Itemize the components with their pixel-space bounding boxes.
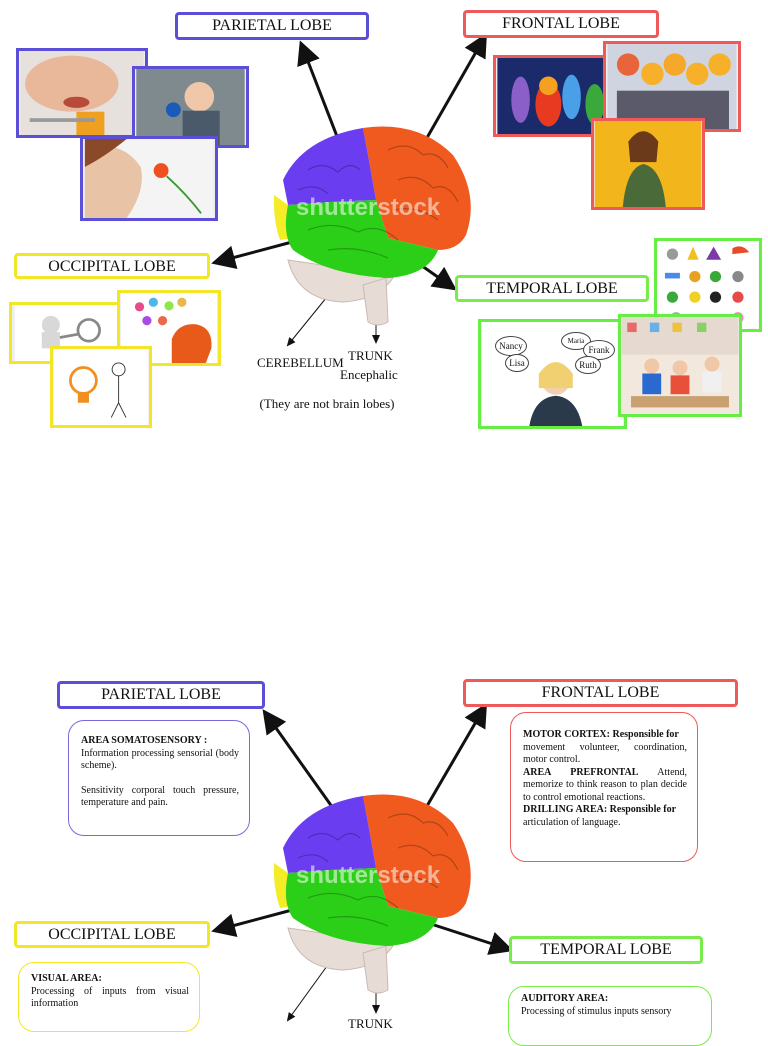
somatosensory-title: AREA SOMATOSENSORY : — [81, 735, 208, 746]
frontal-lobe-label: FRONTAL LOBE — [463, 679, 738, 707]
bubble-name-5: Ruth — [575, 356, 601, 374]
temporal-lobe-label: TEMPORAL LOBE — [509, 936, 703, 964]
photo-magnifier-figure — [9, 302, 127, 364]
photo-inside-out — [493, 55, 613, 137]
photo-children-playing — [618, 314, 742, 417]
temporal-lobe-label: TEMPORAL LOBE — [455, 275, 649, 302]
watermark: shutterstock — [296, 194, 441, 221]
occipital-lobe-label: OCCIPITAL LOBE — [14, 253, 210, 279]
drilling-area-title: DRILLING AREA: Responsible for — [523, 804, 677, 815]
somatosensory-text-2: Sensitivity corporal touch pressure, tem… — [81, 784, 239, 809]
photo-emoji-faces — [603, 41, 741, 132]
photo-thinking-woman — [591, 118, 705, 210]
auditory-area-title: AUDITORY AREA: — [521, 993, 609, 1004]
brain-illustration-top: shutterstock — [273, 126, 471, 326]
photo-remembering-names: Nancy Maria Lisa Frank Ruth — [478, 319, 627, 429]
visual-area-text: Processing of inputs from visual informa… — [31, 985, 189, 1010]
not-brain-lobes-note: (They are not brain lobes) — [259, 396, 395, 411]
frontal-lobe-label: FRONTAL LOBE — [463, 10, 659, 38]
photo-tasting — [16, 48, 148, 138]
motor-cortex-title: MOTOR CORTEX: Responsible for — [523, 729, 679, 740]
photo-fidget-boy — [132, 66, 249, 148]
drilling-area-text: articulation of language. — [523, 816, 621, 828]
frontal-info-box: MOTOR CORTEX: Responsible for movement v… — [510, 712, 698, 862]
parietal-lobe-label: PARIETAL LOBE — [175, 12, 369, 40]
prefrontal-text: Attend, memorize to think reason to plan… — [523, 766, 688, 803]
bubble-name-1: Nancy — [495, 336, 527, 356]
occipital-info-box: VISUAL AREA: Processing of inputs from v… — [18, 962, 200, 1032]
watermark: shutterstock — [296, 862, 441, 889]
bubble-name-3: Lisa — [505, 354, 529, 372]
somatosensory-text-1: Information processing sensorial (body s… — [81, 747, 239, 772]
auditory-area-text: Processing of stimulus inputs sensory — [521, 1005, 672, 1017]
parietal-lobe-label: PARIETAL LOBE — [57, 681, 265, 709]
temporal-info-box: AUDITORY AREA: Processing of stimulus in… — [508, 986, 712, 1046]
brain-illustration-bottom: shutterstock — [273, 794, 471, 994]
photo-smelling-flower — [80, 136, 218, 221]
visual-area-title: VISUAL AREA: — [31, 973, 102, 984]
cerebellum-label: CEREBELLUM — [257, 355, 344, 370]
photo-lightbulb-idea — [50, 346, 152, 428]
prefrontal-title: AREA PREFRONTAL — [523, 766, 639, 778]
encephalic-label: Encephalic — [340, 367, 398, 382]
trunk-label: TRUNK — [348, 348, 393, 363]
motor-cortex-text: movement volunteer, coordination, motor … — [523, 741, 687, 766]
parietal-info-box: AREA SOMATOSENSORY : Information process… — [68, 720, 250, 836]
occipital-lobe-label: OCCIPITAL LOBE — [14, 921, 210, 948]
